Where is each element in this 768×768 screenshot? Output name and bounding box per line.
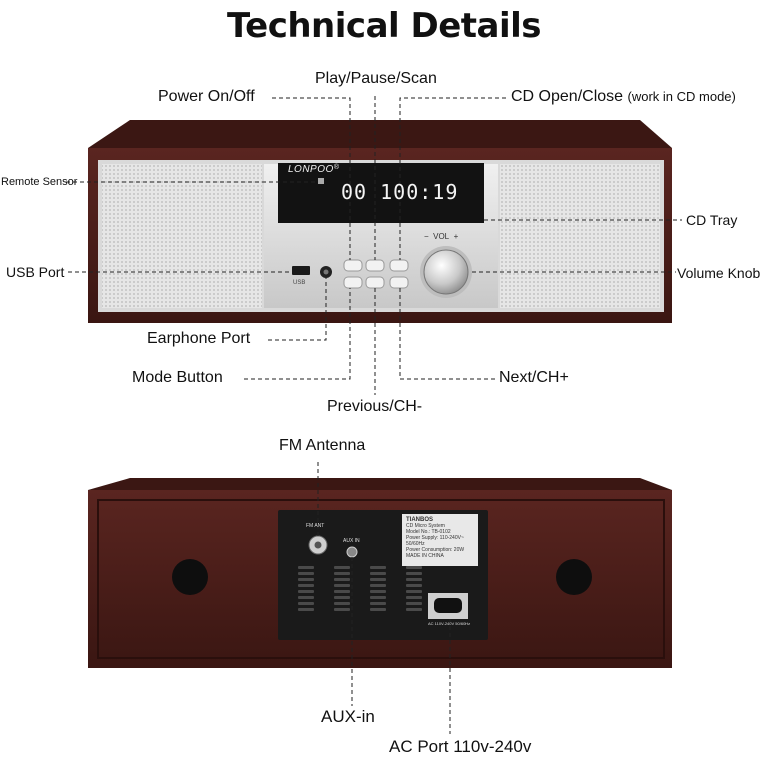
left-speaker-grille xyxy=(102,164,262,308)
vent-slot xyxy=(406,572,422,575)
mode-button xyxy=(343,276,363,289)
label-usb-port: USB Port xyxy=(6,264,65,280)
volume-knob xyxy=(423,249,469,295)
vent-slot xyxy=(370,572,386,575)
vent-slot xyxy=(334,590,350,593)
vent-slot xyxy=(298,572,314,575)
vent-slot xyxy=(334,608,350,611)
page-title: Technical Details xyxy=(226,6,542,46)
display-readout: 00 100:19 xyxy=(341,180,459,204)
cd-open-button xyxy=(389,259,409,272)
label-earphone-port: Earphone Port xyxy=(147,330,251,347)
vent-slot xyxy=(406,602,422,605)
usb-port xyxy=(292,266,310,275)
vent-slot xyxy=(370,608,386,611)
back-unit xyxy=(88,478,672,668)
vent-slot xyxy=(298,608,314,611)
vent-slot xyxy=(370,578,386,581)
vent-slot xyxy=(334,584,350,587)
vent-slot xyxy=(298,602,314,605)
label-next: Next/CH+ xyxy=(499,369,569,386)
vent-slot xyxy=(406,584,422,587)
label-fm-antenna: FM Antenna xyxy=(279,437,366,454)
vent-slot xyxy=(298,584,314,587)
vent-slot xyxy=(298,590,314,593)
power-leader xyxy=(272,97,351,260)
right-speaker-grille xyxy=(500,164,660,308)
brand-logo: LONPOO® xyxy=(288,164,340,175)
label-power: Power On/Off xyxy=(158,88,255,105)
label-remote-sensor: Remote Sensor xyxy=(1,176,78,188)
cd-open-leader xyxy=(399,97,506,260)
label-cd-tray: CD Tray xyxy=(686,212,738,228)
remote-sensor xyxy=(318,178,324,184)
display-window xyxy=(278,163,484,223)
left-bass-port xyxy=(172,559,208,595)
aux-in-jack xyxy=(346,546,358,558)
vent-slot xyxy=(370,584,386,587)
label-cd-open: CD Open/Close (work in CD mode) xyxy=(511,88,736,105)
vent-slot xyxy=(298,578,314,581)
front-buttons xyxy=(343,259,409,289)
vent-slot xyxy=(406,608,422,611)
label-previous: Previous/CH- xyxy=(327,398,423,415)
rating-plate xyxy=(402,514,478,566)
front-unit xyxy=(88,120,672,323)
label-mode-button: Mode Button xyxy=(132,369,223,386)
vent-slot xyxy=(370,602,386,605)
power-button xyxy=(343,259,363,272)
aux-jack-caption: AUX IN xyxy=(343,538,360,544)
right-bass-port xyxy=(556,559,592,595)
ac-port-caption: AC 110V-240V 50/60Hz xyxy=(428,621,471,626)
vent-slot xyxy=(334,602,350,605)
label-aux-in: AUX-in xyxy=(321,707,375,726)
vent-slot xyxy=(334,572,350,575)
mode-leader xyxy=(244,288,351,380)
play-pause-button xyxy=(365,259,385,272)
vent-slot xyxy=(334,578,350,581)
vent-slot xyxy=(334,566,350,569)
earphone-leader xyxy=(268,278,327,341)
next-button xyxy=(389,276,409,289)
vent-slot xyxy=(370,596,386,599)
vent-slot xyxy=(298,596,314,599)
label-play-pause: Play/Pause/Scan xyxy=(315,70,437,87)
label-ac-port: AC Port 110v-240v xyxy=(389,737,532,756)
front-unit-top xyxy=(88,120,672,148)
back-frame xyxy=(97,499,665,659)
vent-slot xyxy=(406,566,422,569)
next-leader xyxy=(399,288,496,380)
vent-slot xyxy=(370,566,386,569)
vent-slots xyxy=(298,566,422,611)
rating-plate-text: TIANBOS CD Micro System Model No.: TB-01… xyxy=(406,517,465,559)
vent-slot xyxy=(406,596,422,599)
vent-slot xyxy=(406,578,422,581)
ac-port xyxy=(434,598,462,613)
vent-slot xyxy=(406,590,422,593)
vent-slot xyxy=(298,566,314,569)
vent-slot xyxy=(334,596,350,599)
back-unit-top xyxy=(88,478,672,490)
usb-port-caption: USB xyxy=(293,280,306,286)
volume-scale: − VOL + xyxy=(424,232,459,241)
previous-button xyxy=(365,276,385,289)
leader-lines xyxy=(66,96,682,734)
label-volume-knob: Volume Knob xyxy=(677,265,761,281)
fm-jack-caption: FM ANT xyxy=(306,523,325,529)
vent-slot xyxy=(370,590,386,593)
